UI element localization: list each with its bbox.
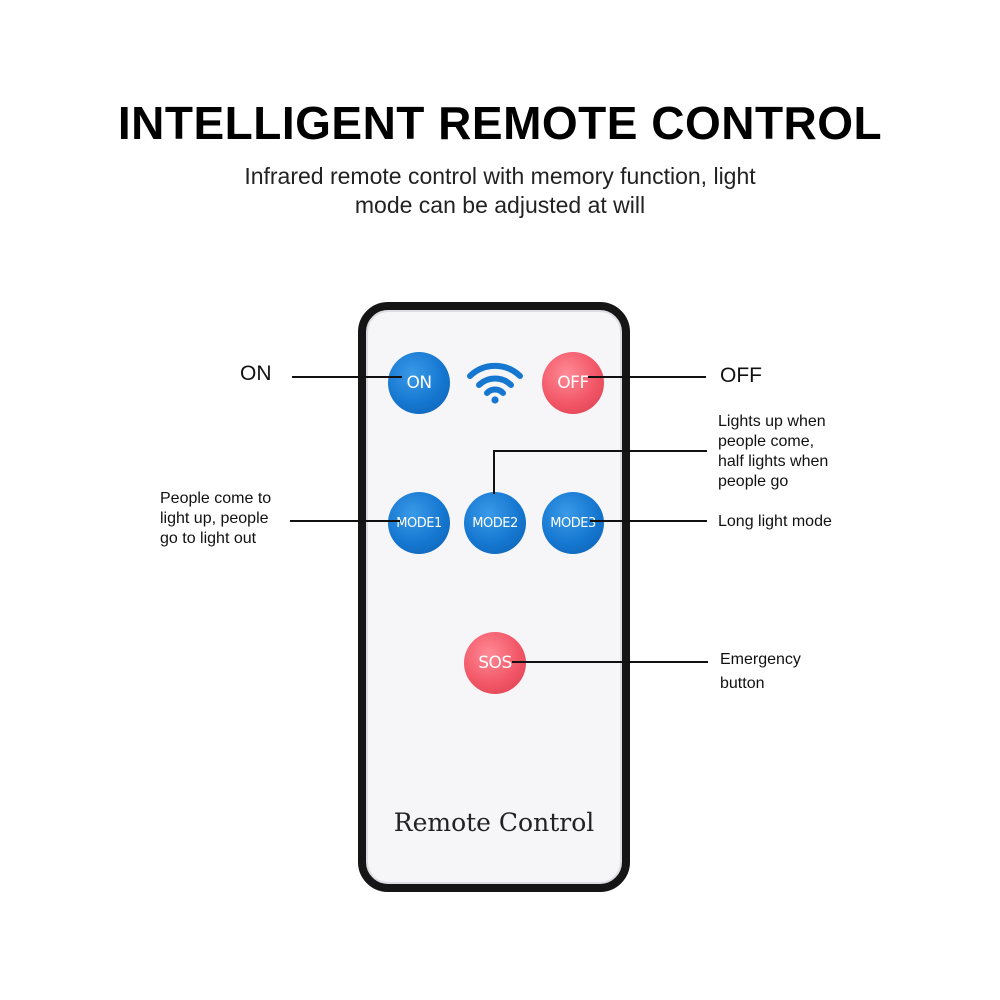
mode1-button-label: MODE1 bbox=[396, 515, 442, 531]
subtitle-line-2: mode can be adjusted at will bbox=[354, 192, 646, 218]
mode1-annotation-line: People come to bbox=[160, 490, 272, 507]
mode2-button[interactable]: MODE2 bbox=[464, 492, 526, 554]
off-annotation: OFF bbox=[720, 364, 762, 387]
sos-leader-line bbox=[512, 661, 708, 663]
mode2-annotation-line: half lights when bbox=[718, 453, 829, 470]
mode2-leader-horizontal bbox=[493, 450, 707, 452]
off-leader-line bbox=[588, 376, 706, 378]
on-button-label: ON bbox=[406, 373, 432, 393]
sos-annotation: Emergency button bbox=[720, 648, 801, 696]
subtitle-line-1: Infrared remote control with memory func… bbox=[244, 163, 756, 189]
mode2-leader-vertical bbox=[493, 450, 495, 494]
mode3-button-label: MODE3 bbox=[550, 515, 596, 531]
mode1-annotation: People come to light up, people go to li… bbox=[160, 489, 271, 549]
sos-annotation-line: button bbox=[720, 675, 765, 692]
page-subtitle: Infrared remote control with memory func… bbox=[200, 162, 800, 220]
mode2-annotation: Lights up when people come, half lights … bbox=[718, 412, 828, 492]
mode3-leader-line bbox=[590, 520, 707, 522]
off-button[interactable]: OFF bbox=[542, 352, 604, 414]
remote-brand-label: Remote Control bbox=[393, 808, 595, 837]
mode2-annotation-line: people come, bbox=[718, 433, 815, 450]
mode1-button[interactable]: MODE1 bbox=[388, 492, 450, 554]
wifi-signal-icon bbox=[467, 362, 523, 404]
mode2-annotation-line: Lights up when bbox=[718, 413, 826, 430]
mode1-annotation-line: go to light out bbox=[160, 530, 257, 547]
off-button-label: OFF bbox=[557, 373, 589, 393]
mode3-annotation: Long light mode bbox=[718, 513, 832, 530]
on-annotation: ON bbox=[240, 362, 272, 385]
mode1-leader-line bbox=[290, 520, 400, 522]
mode3-button[interactable]: MODE3 bbox=[542, 492, 604, 554]
sos-button[interactable]: SOS bbox=[464, 632, 526, 694]
mode2-annotation-line: people go bbox=[718, 473, 789, 490]
on-button[interactable]: ON bbox=[388, 352, 450, 414]
sos-button-label: SOS bbox=[478, 653, 512, 673]
mode2-button-label: MODE2 bbox=[472, 515, 518, 531]
sos-annotation-line: Emergency bbox=[720, 651, 801, 668]
on-leader-line bbox=[292, 376, 402, 378]
page-title: INTELLIGENT REMOTE CONTROL bbox=[117, 97, 883, 149]
mode1-annotation-line: light up, people bbox=[160, 510, 269, 527]
